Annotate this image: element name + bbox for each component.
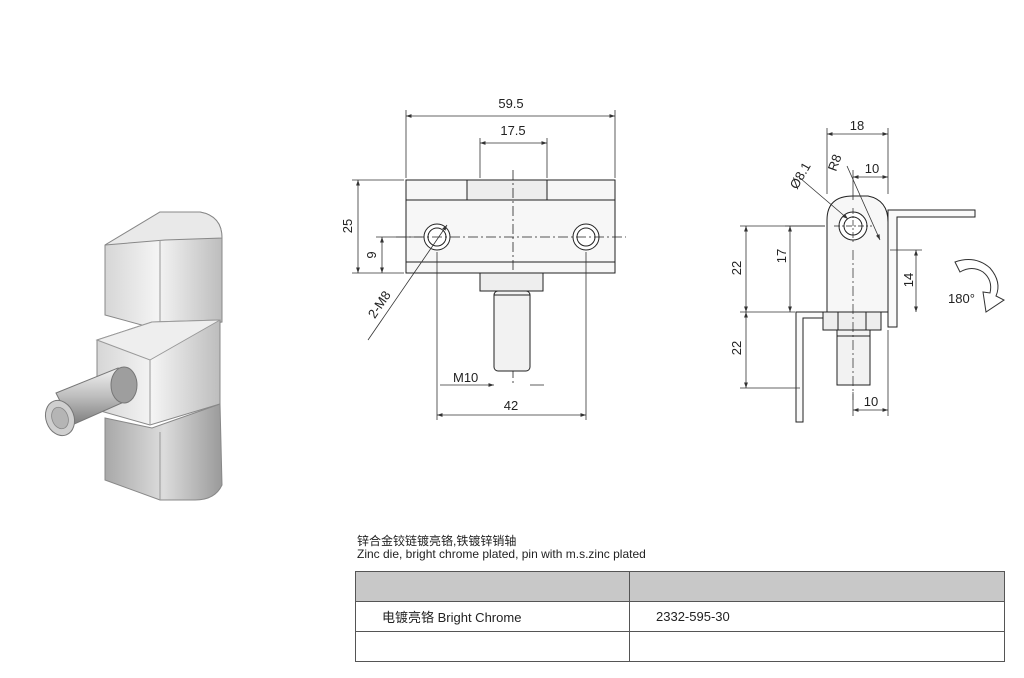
side-view [795,195,976,423]
overall-width-label: 59.5 [498,96,523,111]
height-lower-label: 22 [729,341,744,355]
offset-label: 10 [865,161,879,176]
holes-label: 2-M8 [365,288,394,321]
height-label: 25 [340,219,355,233]
description-cn: 锌合金铰链镀亮铬,铁镀锌销轴 [357,534,517,548]
radius-label: R8 [825,152,845,173]
center-width-label: 17.5 [500,123,525,138]
side-view-dimensions [740,128,922,416]
description-en: Zinc die, bright chrome plated, pin with… [357,547,646,561]
height-upper-label: 22 [729,261,744,275]
hole-spacing-label: 42 [504,398,518,413]
front-view [396,170,626,385]
side-view-labels: 18 Ø8.1 R8 10 22 22 17 14 10 180° [729,118,975,409]
part-number-cell: 2332-595-30 [629,601,1005,632]
finish-cell [355,631,630,662]
table-row: 电镀亮铬 Bright Chrome 2332-595-30 [355,601,1005,632]
pin-center-label: 17 [774,249,789,263]
rotation-label: 180° [948,291,975,306]
thread-label: M10 [453,370,478,385]
width-label: 18 [850,118,864,133]
pin-offset-label: 10 [864,394,878,409]
hinge-illustration [44,211,223,501]
spec-table: 电镀亮铬 Bright Chrome 2332-595-30 [355,571,1005,662]
part-number-cell [629,631,1005,662]
front-view-dimensions [352,110,616,420]
table-header-cell [355,571,630,602]
table-row [355,631,1005,662]
table-header-cell [629,571,1005,602]
finish-cell: 电镀亮铬 Bright Chrome [355,601,630,632]
rotation-arrow-icon [954,259,1005,313]
flange-label: 14 [901,273,916,287]
hole-height-label: 9 [364,251,379,258]
table-header-row [355,571,1005,602]
